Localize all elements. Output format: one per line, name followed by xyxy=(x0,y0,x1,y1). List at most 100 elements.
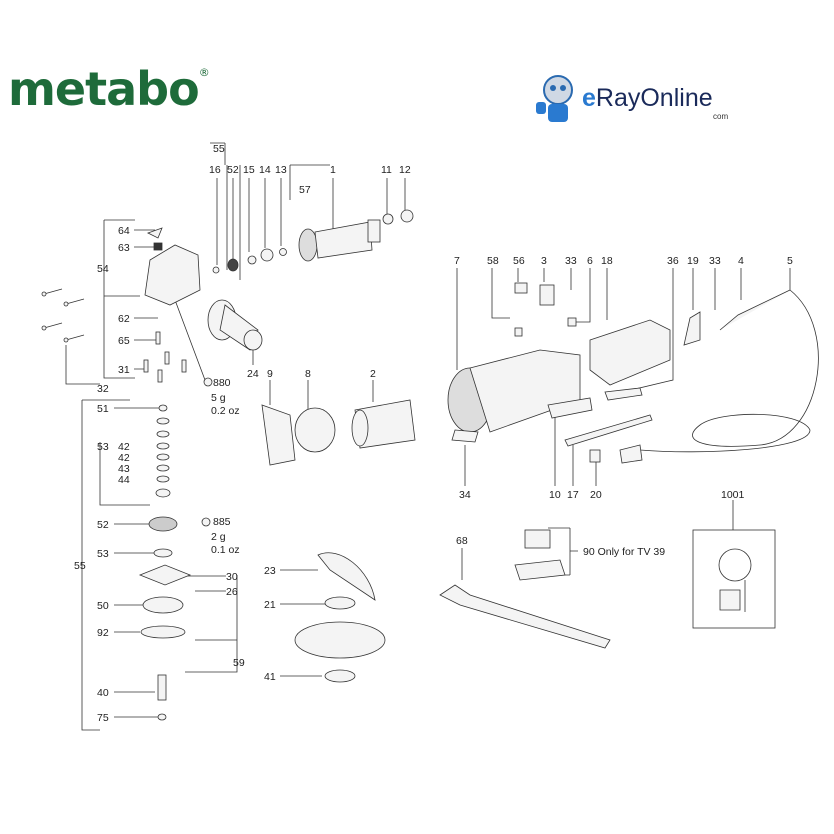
flange-50 xyxy=(142,596,184,614)
part-64 xyxy=(146,227,163,239)
watermark: eeRayOnlineRayOnline xyxy=(582,84,713,112)
part-3 xyxy=(539,284,555,306)
callout: 3 xyxy=(541,255,547,267)
callout: 4 xyxy=(738,255,744,267)
callout: 2 g xyxy=(211,531,226,543)
callout: 0.2 oz xyxy=(211,405,240,417)
callout: 53 xyxy=(97,441,109,453)
part-9 xyxy=(261,404,296,466)
bevel-gear-52 xyxy=(148,516,178,532)
flange-21 xyxy=(324,596,356,610)
callout: 9 xyxy=(267,368,273,380)
callout: 42 xyxy=(118,452,130,464)
callout: 51 xyxy=(97,403,109,415)
callout: 53 xyxy=(97,548,109,560)
part-52-pinion xyxy=(227,258,239,272)
callout: 34 xyxy=(459,489,471,501)
armature xyxy=(298,219,381,262)
screws xyxy=(41,288,187,383)
part-14 xyxy=(260,248,274,262)
callout: 885 xyxy=(213,516,231,528)
callout: 15 xyxy=(243,164,255,176)
registered-mark: ® xyxy=(198,66,210,79)
mascot-icon xyxy=(536,75,573,122)
callout: 17 xyxy=(567,489,579,501)
callout: 16 xyxy=(209,164,221,176)
callout: 1001 xyxy=(721,489,745,501)
callout: 7 xyxy=(454,255,460,267)
callout: 43 xyxy=(118,463,130,475)
watermark-sub: com xyxy=(713,112,729,121)
callout: 5 xyxy=(787,255,793,267)
callout: 21 xyxy=(264,599,276,611)
gear-housing xyxy=(144,244,201,306)
callout: 10 xyxy=(549,489,561,501)
spanner-68 xyxy=(439,584,611,649)
callout: 11 xyxy=(381,164,392,176)
callout: 36 xyxy=(667,255,679,267)
callout: 30 xyxy=(226,571,238,583)
side-handle xyxy=(207,299,263,351)
part-13 xyxy=(279,248,287,256)
callout: 64 xyxy=(118,225,130,237)
part-17 xyxy=(564,414,653,447)
callout: 12 xyxy=(399,164,411,176)
callout: 8 xyxy=(305,368,311,380)
parts xyxy=(41,209,819,721)
callout: 26 xyxy=(226,586,238,598)
callout: 52 xyxy=(227,164,239,176)
callout: 40 xyxy=(97,687,109,699)
spindle-40 xyxy=(157,674,167,701)
callout: 75 xyxy=(97,712,109,724)
callout: 68 xyxy=(456,535,468,547)
callout-labels: 55 16 52 15 14 13 1 57 11 12 64 63 54 62… xyxy=(74,143,793,724)
part-12 xyxy=(400,209,414,223)
part-53 xyxy=(153,548,173,558)
grease-880 xyxy=(203,377,213,387)
part-8-baffle xyxy=(294,407,336,453)
callout: 33 xyxy=(565,255,577,267)
brush-58 xyxy=(514,327,523,337)
callout: 23 xyxy=(264,565,276,577)
callout: 41 xyxy=(264,671,276,683)
callout: 5 g xyxy=(211,392,226,404)
callout: 20 xyxy=(590,489,602,501)
callout: 42 xyxy=(118,441,130,453)
plug xyxy=(619,444,643,464)
disc xyxy=(294,621,386,659)
part-75 xyxy=(157,713,167,721)
part-16 xyxy=(212,266,220,274)
callout: 50 xyxy=(97,600,109,612)
switch-90 xyxy=(524,529,551,549)
callout: 62 xyxy=(118,313,130,325)
callout: 6 xyxy=(587,255,593,267)
power-cord xyxy=(639,289,819,453)
callout: 31 xyxy=(118,364,130,376)
part-63 xyxy=(153,242,163,251)
callout: 59 xyxy=(233,657,245,669)
callout: 55 xyxy=(74,560,86,572)
cable-5 xyxy=(719,289,791,331)
callout: 44 xyxy=(118,474,130,486)
callout: 880 xyxy=(213,377,231,389)
callout: 2 xyxy=(370,368,376,380)
callout: 52 xyxy=(97,519,109,531)
callout: 92 xyxy=(97,627,109,639)
callout: 19 xyxy=(687,255,699,267)
nut-41 xyxy=(324,669,356,683)
handle-cover-18 xyxy=(589,319,671,386)
callout: 65 xyxy=(118,335,130,347)
part-10 xyxy=(547,397,593,419)
guard-23 xyxy=(317,552,376,601)
electronics-90 xyxy=(514,559,566,581)
brush-holder-56 xyxy=(514,282,528,294)
stator xyxy=(351,399,416,449)
callout: 14 xyxy=(259,164,271,176)
part-20 xyxy=(589,449,601,463)
callout: 24 xyxy=(247,368,259,380)
callout: 90 Only for TV 39 xyxy=(583,546,665,558)
callout: 18 xyxy=(601,255,613,267)
metabo-logo: metabo® xyxy=(8,62,210,116)
callout: 63 xyxy=(118,242,130,254)
